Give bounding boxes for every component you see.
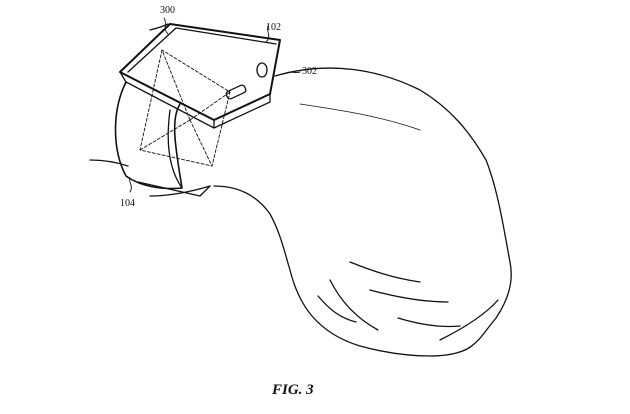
label-300: 300 [160,5,175,16]
side-button [225,84,247,100]
figure-caption: FIG. 3 [272,382,314,398]
forearm-outline [149,23,169,31]
hand-outline [213,67,512,357]
crown [256,62,268,78]
label-104: 104 [120,198,135,209]
label-302: 302 [302,66,317,77]
watch-case [119,23,281,121]
band [114,81,183,190]
label-102: 102 [266,22,281,33]
